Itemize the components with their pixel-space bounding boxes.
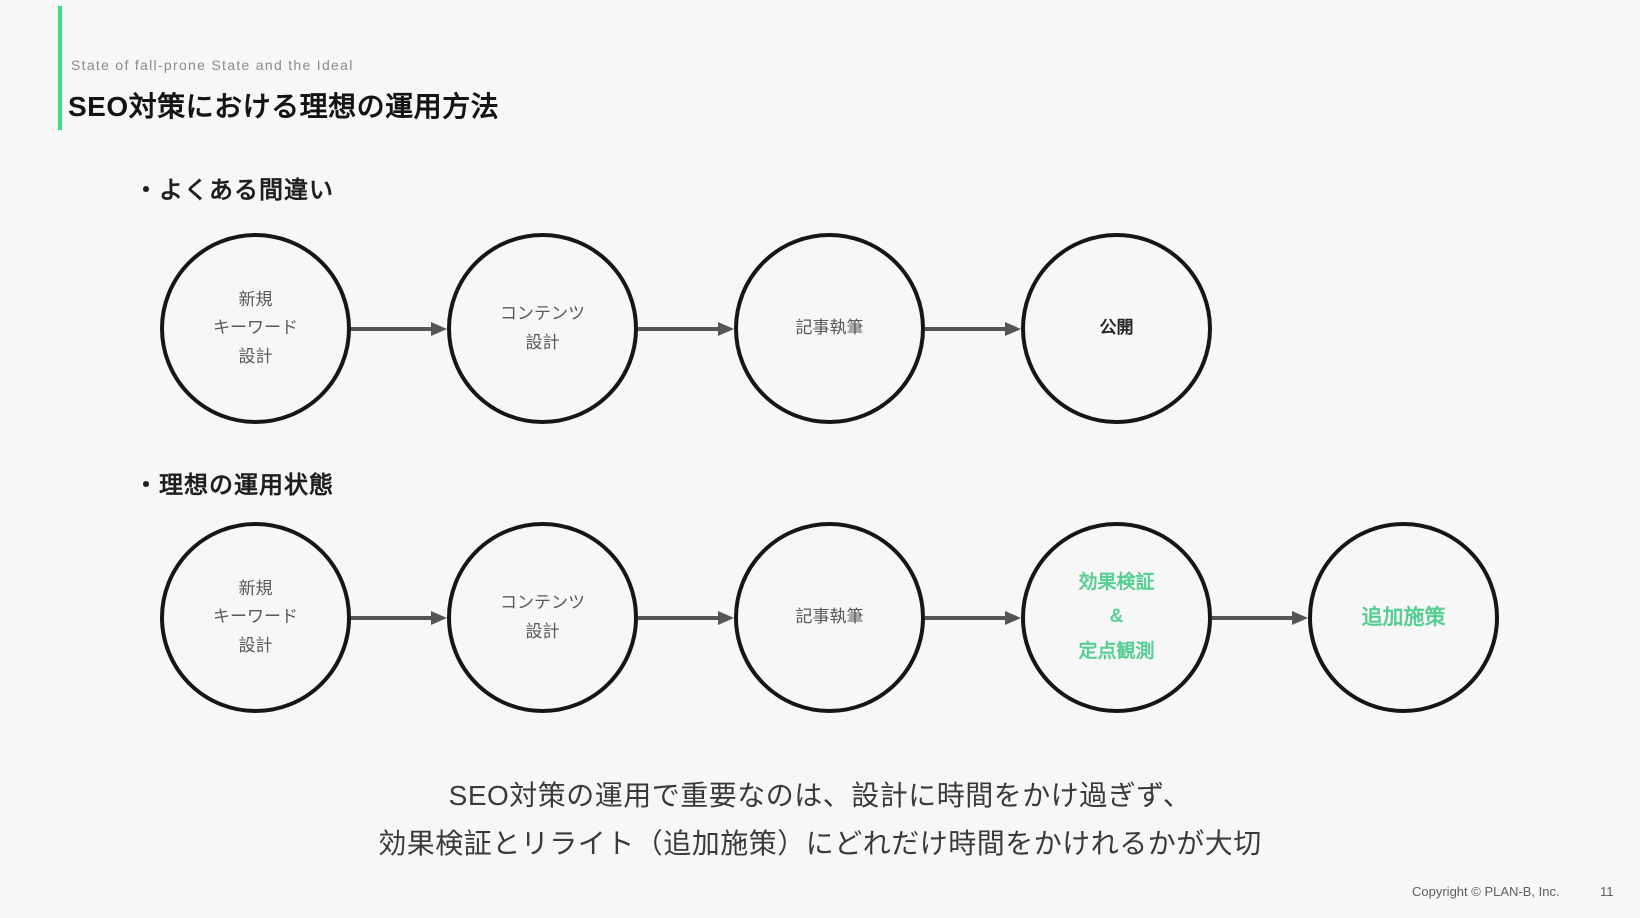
- flow-step-circle: 追加施策: [1308, 522, 1499, 713]
- flow-step-label: 追加施策: [1361, 605, 1446, 629]
- flow-arrow-icon: [925, 321, 1021, 336]
- summary-line-1: SEO対策の運用で重要なのは、設計に時間をかけ過ぎず、: [448, 780, 1192, 811]
- flow-step-label: 新規 キーワード 設計: [213, 290, 298, 366]
- flow-step-label: 新規 キーワード 設計: [213, 579, 298, 655]
- flow-step-circle: 新規 キーワード 設計: [160, 233, 351, 424]
- slide-title: SEO対策における理想の運用方法: [68, 91, 500, 122]
- flow-arrow-icon: [638, 321, 734, 336]
- flow-step-circle: コンテンツ 設計: [447, 522, 638, 713]
- section-label-common-mistake: ・よくある間違い: [134, 177, 334, 204]
- flow-arrow-icon: [638, 610, 734, 625]
- flow-arrow-icon: [925, 610, 1021, 625]
- flow-step-label: コンテンツ 設計: [500, 304, 585, 352]
- slide-eyebrow: State of fall-prone State and the Ideal: [71, 57, 354, 73]
- flow-step-label: 記事執筆: [795, 607, 864, 627]
- flow-step-circle: 新規 キーワード 設計: [160, 522, 351, 713]
- flow-arrow-icon: [351, 610, 447, 625]
- flow-arrow-icon: [1212, 610, 1308, 625]
- flow-step-label: 公開: [1099, 318, 1134, 338]
- flow-arrow-icon: [351, 321, 447, 336]
- flow-step-circle: 記事執筆: [734, 522, 925, 713]
- flow-step-label: コンテンツ 設計: [500, 593, 585, 641]
- section-label-ideal-state: ・理想の運用状態: [134, 472, 334, 499]
- accent-bar: [58, 6, 62, 130]
- flow-step-circle: 効果検証 & 定点観測: [1021, 522, 1212, 713]
- flow-step-label: 記事執筆: [795, 318, 864, 338]
- footer-copyright: Copyright © PLAN-B, Inc.: [1412, 884, 1560, 899]
- flow-row-ideal-state: 新規 キーワード 設計 コンテンツ 設計 記事執筆 効果検証 & 定点観測 追加…: [160, 522, 1499, 713]
- footer-page-number: 11: [1600, 884, 1614, 899]
- flow-row-common-mistake: 新規 キーワード 設計 コンテンツ 設計 記事執筆 公開: [160, 233, 1212, 424]
- flow-step-circle: 公開: [1021, 233, 1212, 424]
- flow-step-circle: コンテンツ 設計: [447, 233, 638, 424]
- summary-line-2: 効果検証とリライト（追加施策）にどれだけ時間をかけれるかが大切: [378, 828, 1262, 859]
- flow-step-label: 効果検証 & 定点観測: [1078, 572, 1155, 662]
- flow-step-circle: 記事執筆: [734, 233, 925, 424]
